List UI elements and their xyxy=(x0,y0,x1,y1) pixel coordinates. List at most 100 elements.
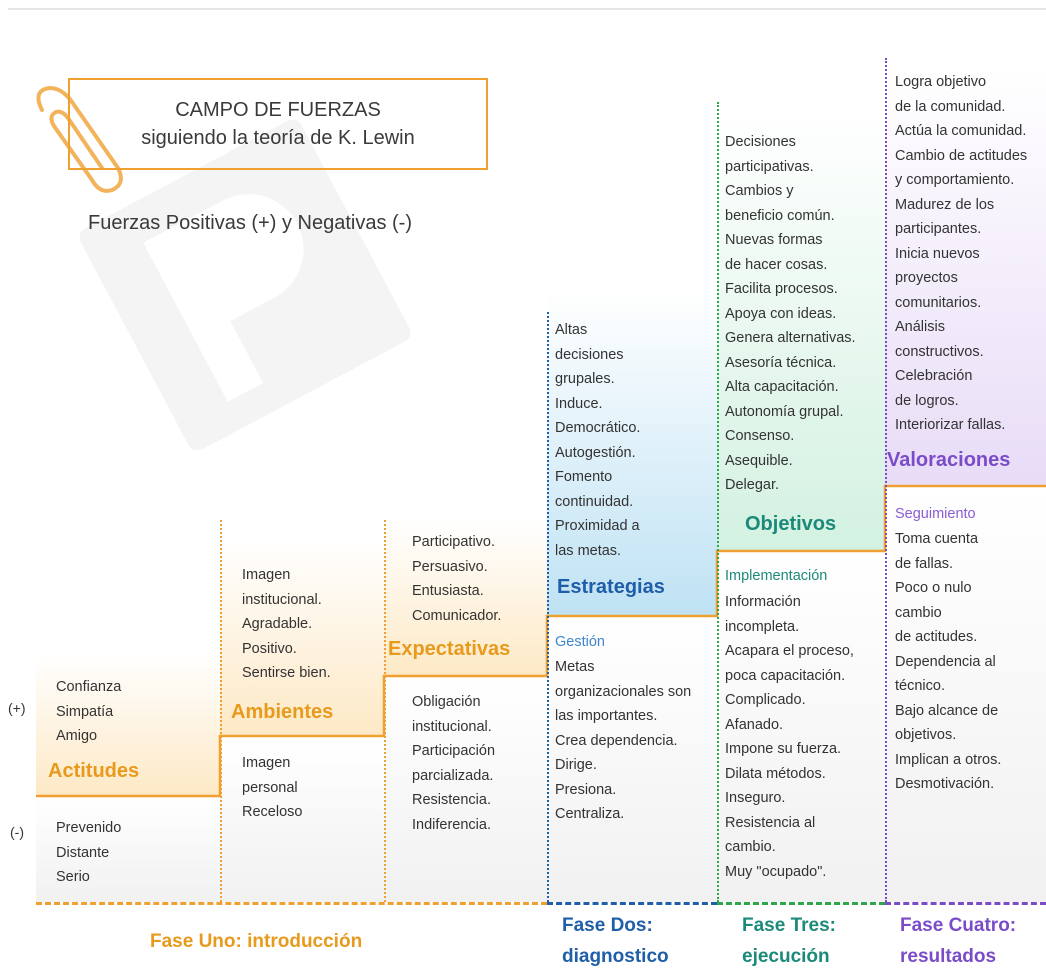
band-ambientes-positive xyxy=(220,540,384,735)
list-item: Democrático. xyxy=(555,420,641,436)
list-item: y comportamiento. xyxy=(895,172,1015,188)
list-item: Centraliza. xyxy=(555,806,625,822)
phase-line-dos xyxy=(547,902,717,905)
heading-estrategias: Estrategias xyxy=(557,576,665,598)
phase-cuatro-line2: resultados xyxy=(900,946,997,967)
list-item: Agradable. xyxy=(242,616,313,632)
list-item: Distante xyxy=(56,844,110,861)
band-actitudes-positive xyxy=(36,655,220,795)
list-item: decisiones xyxy=(555,346,624,363)
expectativas-positive-list: Participativo. Persuasivo. Entusiasta. Comu… xyxy=(412,530,501,628)
divider-2 xyxy=(384,520,386,902)
list-item: Poco o nulo xyxy=(895,580,972,596)
list-item: Inicia nuevos xyxy=(895,245,980,262)
list-item: proyectos xyxy=(895,270,958,286)
list-item: Actúa la comunidad. xyxy=(895,123,1027,139)
list-item: incompleta. xyxy=(725,618,800,635)
watermark-logo-icon xyxy=(80,120,410,450)
band-expectativas-positive xyxy=(384,520,547,675)
list-item: las importantes. xyxy=(555,708,658,724)
list-item: Receloso xyxy=(242,804,303,820)
band-estrategias-negative xyxy=(547,617,717,902)
list-item: Entusiasta. xyxy=(412,583,484,599)
list-item: institucional. xyxy=(412,718,492,735)
phase-line-cuatro xyxy=(885,902,1046,905)
list-item: Delegar. xyxy=(725,477,780,493)
divider-4 xyxy=(717,102,719,902)
list-item: organizacionales son xyxy=(555,683,692,700)
list-item: Dirige. xyxy=(555,757,597,773)
band-objetivos-negative xyxy=(717,552,885,902)
objetivos-negative-title: Implementación xyxy=(725,568,828,584)
list-item: comunitarios. xyxy=(895,294,982,311)
heading-ambientes: Ambientes xyxy=(231,701,334,723)
list-item: Información xyxy=(725,594,801,610)
list-item: Confianza xyxy=(56,679,122,695)
list-item: Persuasivo. xyxy=(412,558,488,575)
list-item: cambio. xyxy=(725,839,776,855)
title-line-2: siguiendo la teoría de K. Lewin xyxy=(141,127,415,149)
phase-dos-line2: diagnostico xyxy=(562,946,669,967)
list-item: Participativo. xyxy=(412,534,496,550)
list-item: Dilata métodos. xyxy=(725,765,826,782)
list-item: las metas. xyxy=(555,542,622,559)
list-item: Cambios y xyxy=(725,183,794,199)
list-item: objetivos. xyxy=(895,727,957,743)
list-item: de actitudes. xyxy=(895,629,978,645)
phase-tres-label: Fase Tres: ejecución xyxy=(742,910,836,972)
paperclip-icon xyxy=(36,85,123,193)
list-item: Participación xyxy=(412,743,496,759)
list-item: personal xyxy=(242,779,298,796)
list-item: Consenso. xyxy=(725,428,795,444)
list-item: Inseguro. xyxy=(725,790,786,806)
list-item: Imagen xyxy=(242,755,291,771)
list-item: Facilita procesos. xyxy=(725,281,838,297)
heading-actitudes: Actitudes xyxy=(48,760,140,782)
list-item: Logra objetivo xyxy=(895,74,987,90)
list-item: Decisiones xyxy=(725,134,796,150)
phase-tres-line1: Fase Tres: xyxy=(742,915,836,936)
list-item: grupales. xyxy=(555,371,615,387)
list-item: Autogestión. xyxy=(555,444,636,461)
objetivos-negative-list: Información incompleta. Acapara el proceso… xyxy=(725,590,854,884)
band-objetivos-positive xyxy=(717,110,885,550)
list-item: de fallas. xyxy=(895,555,954,572)
list-item: Crea dependencia. xyxy=(555,732,678,749)
list-item: Prevenido xyxy=(56,820,122,836)
heading-expectativas: Expectativas xyxy=(388,638,511,660)
list-item: Análisis xyxy=(895,319,945,335)
list-item: Fomento xyxy=(555,469,613,485)
list-item: Metas xyxy=(555,659,595,675)
list-item: constructivos. xyxy=(895,343,984,360)
list-item: Nuevas formas xyxy=(725,232,823,248)
list-item: Comunicador. xyxy=(412,607,502,624)
heading-objetivos: Objetivos xyxy=(745,513,837,535)
list-item: Bajo alcance de xyxy=(895,702,999,719)
list-item: Positivo. xyxy=(242,640,297,657)
band-valoraciones-positive xyxy=(885,70,1046,485)
divider-3 xyxy=(547,312,549,902)
list-item: Apoya con ideas. xyxy=(725,305,837,322)
band-ambientes-negative xyxy=(220,737,384,902)
valoraciones-negative-title: Seguimiento xyxy=(895,506,976,522)
heading-valoraciones: Valoraciones xyxy=(887,449,1011,471)
list-item: institucional. xyxy=(242,591,322,608)
phase-cuatro-label: Fase Cuatro: resultados xyxy=(900,910,1016,972)
list-item: parcializada. xyxy=(412,767,494,784)
list-item: Alta capacitación. xyxy=(725,379,839,395)
phase-tres-line2: ejecución xyxy=(742,946,830,967)
list-item: Impone su fuerza. xyxy=(725,741,842,757)
list-item: cambio xyxy=(895,604,942,621)
list-item: Acapara el proceso, xyxy=(725,643,854,659)
list-item: Toma cuenta xyxy=(895,531,979,547)
page-title: CAMPO DE FUERZAS siguiendo la teoría de … xyxy=(68,96,488,152)
divider-5 xyxy=(885,58,887,902)
list-item: Induce. xyxy=(555,395,603,412)
list-item: Asesoría técnica. xyxy=(725,354,837,371)
list-item: Resistencia. xyxy=(412,792,491,808)
list-item: Desmotivación. xyxy=(895,776,995,792)
